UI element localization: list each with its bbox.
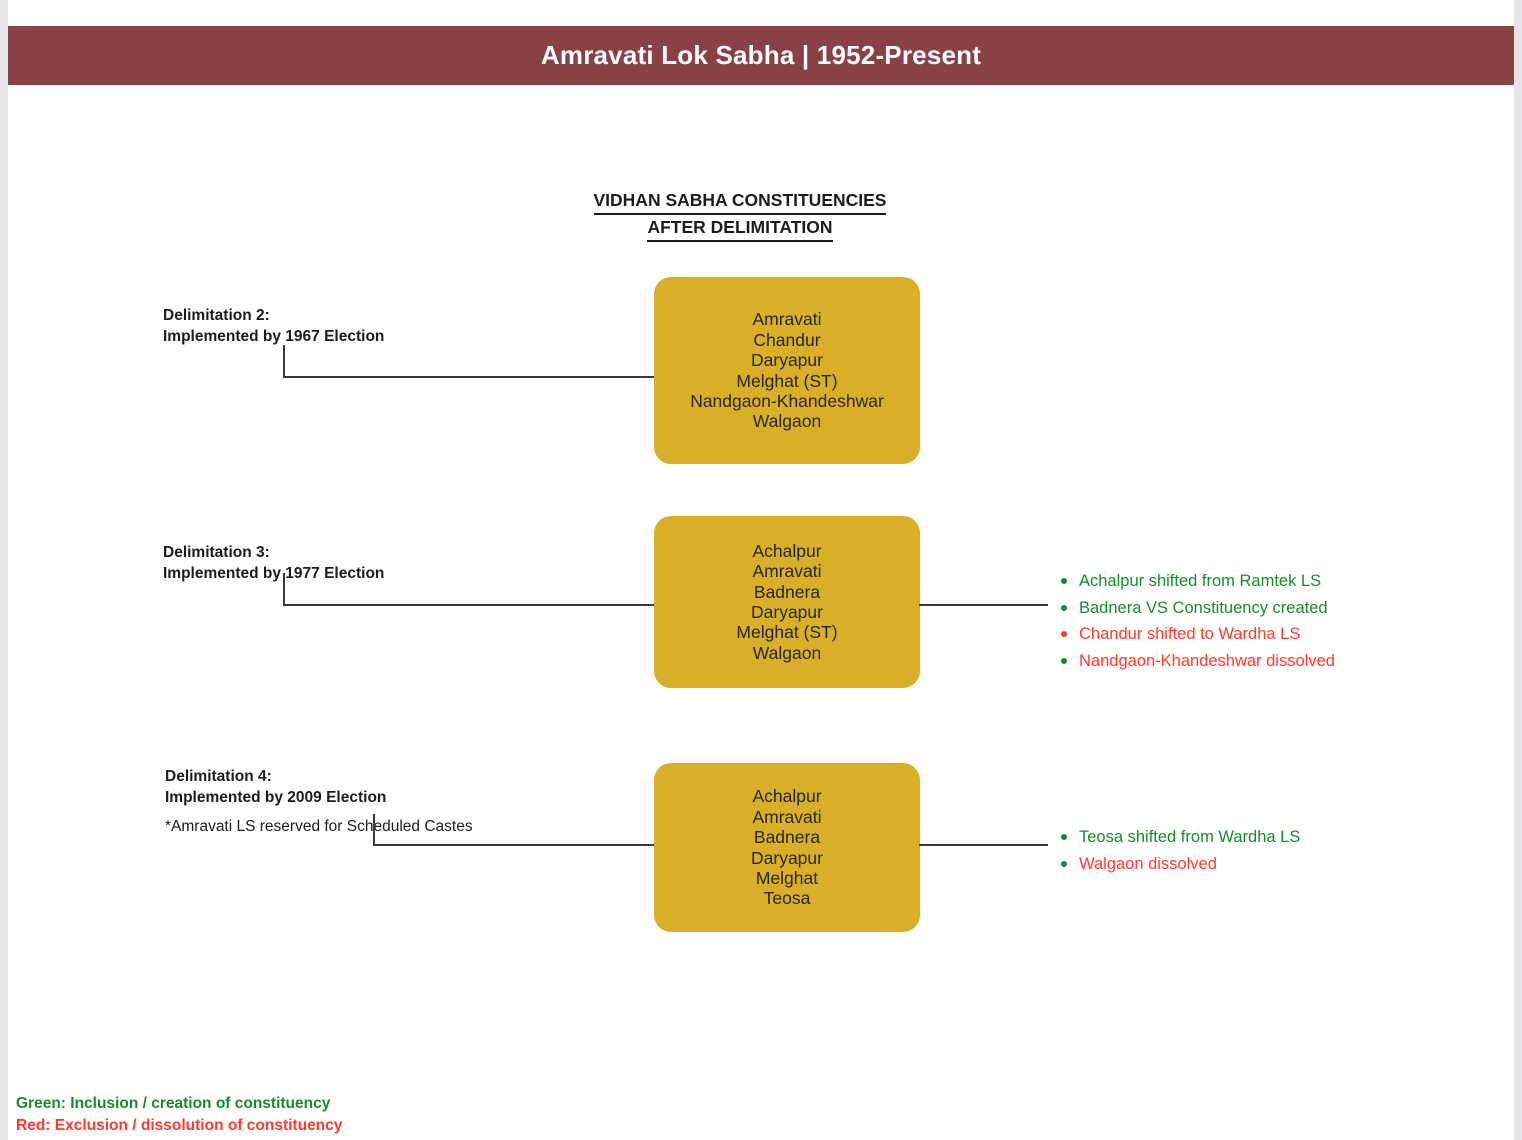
bullet-icon <box>1061 578 1067 585</box>
connector-vertical-delimitation-2 <box>283 345 285 378</box>
legend: Green: Inclusion / creation of constitue… <box>16 1093 342 1137</box>
legend-red: Red: Exclusion / dissolution of constitu… <box>16 1117 343 1134</box>
changes-list-delimitation-3: Achalpur shifted from Ramtek LS Badnera V… <box>1057 568 1335 674</box>
changes-list-delimitation-4: Teosa shifted from Wardha LS Walgaon diss… <box>1057 824 1300 877</box>
change-note-text: Badnera VS Constituency created <box>1079 598 1328 617</box>
bullet-icon <box>1061 658 1067 665</box>
title-banner: Amravati Lok Sabha | 1952-Present <box>8 26 1514 85</box>
constituency-box-delimitation-3: Achalpur Amravati Badnera Daryapur Melgh… <box>654 516 920 688</box>
change-note-item: Walgaon dissolved <box>1057 851 1300 878</box>
delimitation-4-note: *Amravati LS reserved for Scheduled Cast… <box>165 818 473 835</box>
delimitation-2-label: Delimitation 2: Implemented by 1967 Elec… <box>163 305 384 347</box>
page-gutter-right <box>1514 0 1522 1140</box>
bullet-icon <box>1061 834 1067 841</box>
change-note-text: Achalpur shifted from Ramtek LS <box>1079 572 1322 590</box>
page-title: Amravati Lok Sabha | 1952-Present <box>540 40 982 70</box>
section-heading-line-2: AFTER DELIMITATION <box>647 215 833 242</box>
section-heading: VIDHAN SABHA CONSTITUENCIES AFTER DELIMI… <box>440 188 1040 242</box>
bullet-icon <box>1061 860 1067 867</box>
change-note-item: Nandgaon-Khandeshwar dissolved <box>1057 648 1335 675</box>
bullet-icon <box>1061 631 1067 638</box>
change-note-item: Badnera VS Constituency created <box>1057 595 1335 622</box>
delimitation-3-label: Delimitation 3: Implemented by 1977 Elec… <box>163 542 384 584</box>
bullet-icon <box>1061 604 1067 611</box>
connector-vertical-delimitation-4 <box>373 814 375 846</box>
connector-vertical-delimitation-3 <box>283 573 285 606</box>
change-note-text: Teosa shifted from Wardha LS <box>1079 828 1301 846</box>
connector-notes-delimitation-3 <box>919 604 1048 606</box>
delimitation-4-heading: Delimitation 4: Implemented by 2009 Elec… <box>165 768 387 806</box>
connector-horizontal-delimitation-3 <box>283 604 656 606</box>
change-note-text: Chandur shifted to Wardha LS <box>1079 625 1301 644</box>
delimitation-4-label: Delimitation 4: Implemented by 2009 Elec… <box>165 766 473 837</box>
delimitation-2-heading: Delimitation 2: Implemented by 1967 Elec… <box>163 307 385 345</box>
connector-notes-delimitation-4 <box>919 844 1048 846</box>
connector-horizontal-delimitation-2 <box>283 376 656 378</box>
change-note-item: Achalpur shifted from Ramtek LS <box>1057 568 1335 595</box>
change-note-item: Chandur shifted to Wardha LS <box>1057 621 1335 648</box>
change-note-item: Teosa shifted from Wardha LS <box>1057 824 1300 851</box>
change-note-text: Nandgaon-Khandeshwar dissolved <box>1079 651 1335 670</box>
connector-horizontal-delimitation-4 <box>373 844 656 846</box>
constituency-box-delimitation-2: Amravati Chandur Daryapur Melghat (ST) N… <box>654 277 920 464</box>
section-heading-line-1: VIDHAN SABHA CONSTITUENCIES <box>593 188 887 215</box>
change-note-text: Walgaon dissolved <box>1079 854 1217 873</box>
constituency-box-delimitation-4: Achalpur Amravati Badnera Daryapur Melgh… <box>654 763 920 932</box>
legend-green: Green: Inclusion / creation of constitue… <box>16 1095 331 1112</box>
page-gutter-left <box>0 0 8 1140</box>
delimitation-3-heading: Delimitation 3: Implemented by 1977 Elec… <box>163 544 385 582</box>
